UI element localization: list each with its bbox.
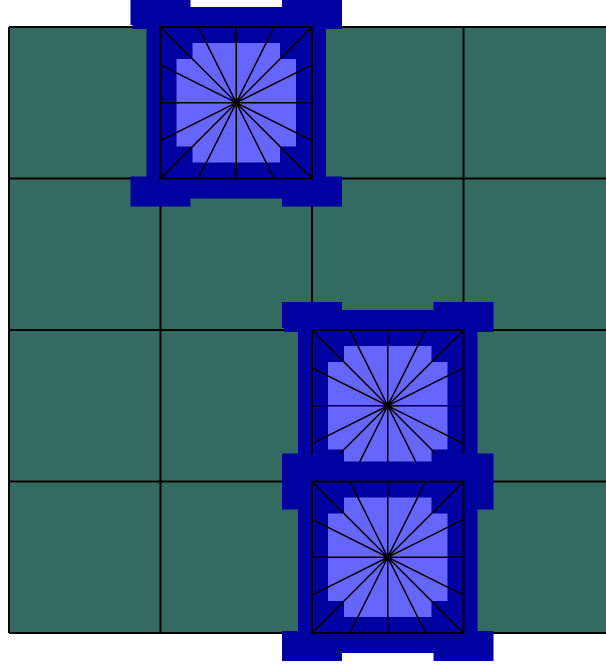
board-tile[interactable] [312, 27, 464, 179]
square-block-piece[interactable] [131, 0, 343, 207]
square-block-piece[interactable] [282, 454, 494, 662]
board-tile[interactable] [9, 27, 161, 179]
board-tile[interactable] [9, 330, 161, 482]
board-tile[interactable] [464, 27, 606, 179]
board-tile[interactable] [9, 482, 161, 634]
